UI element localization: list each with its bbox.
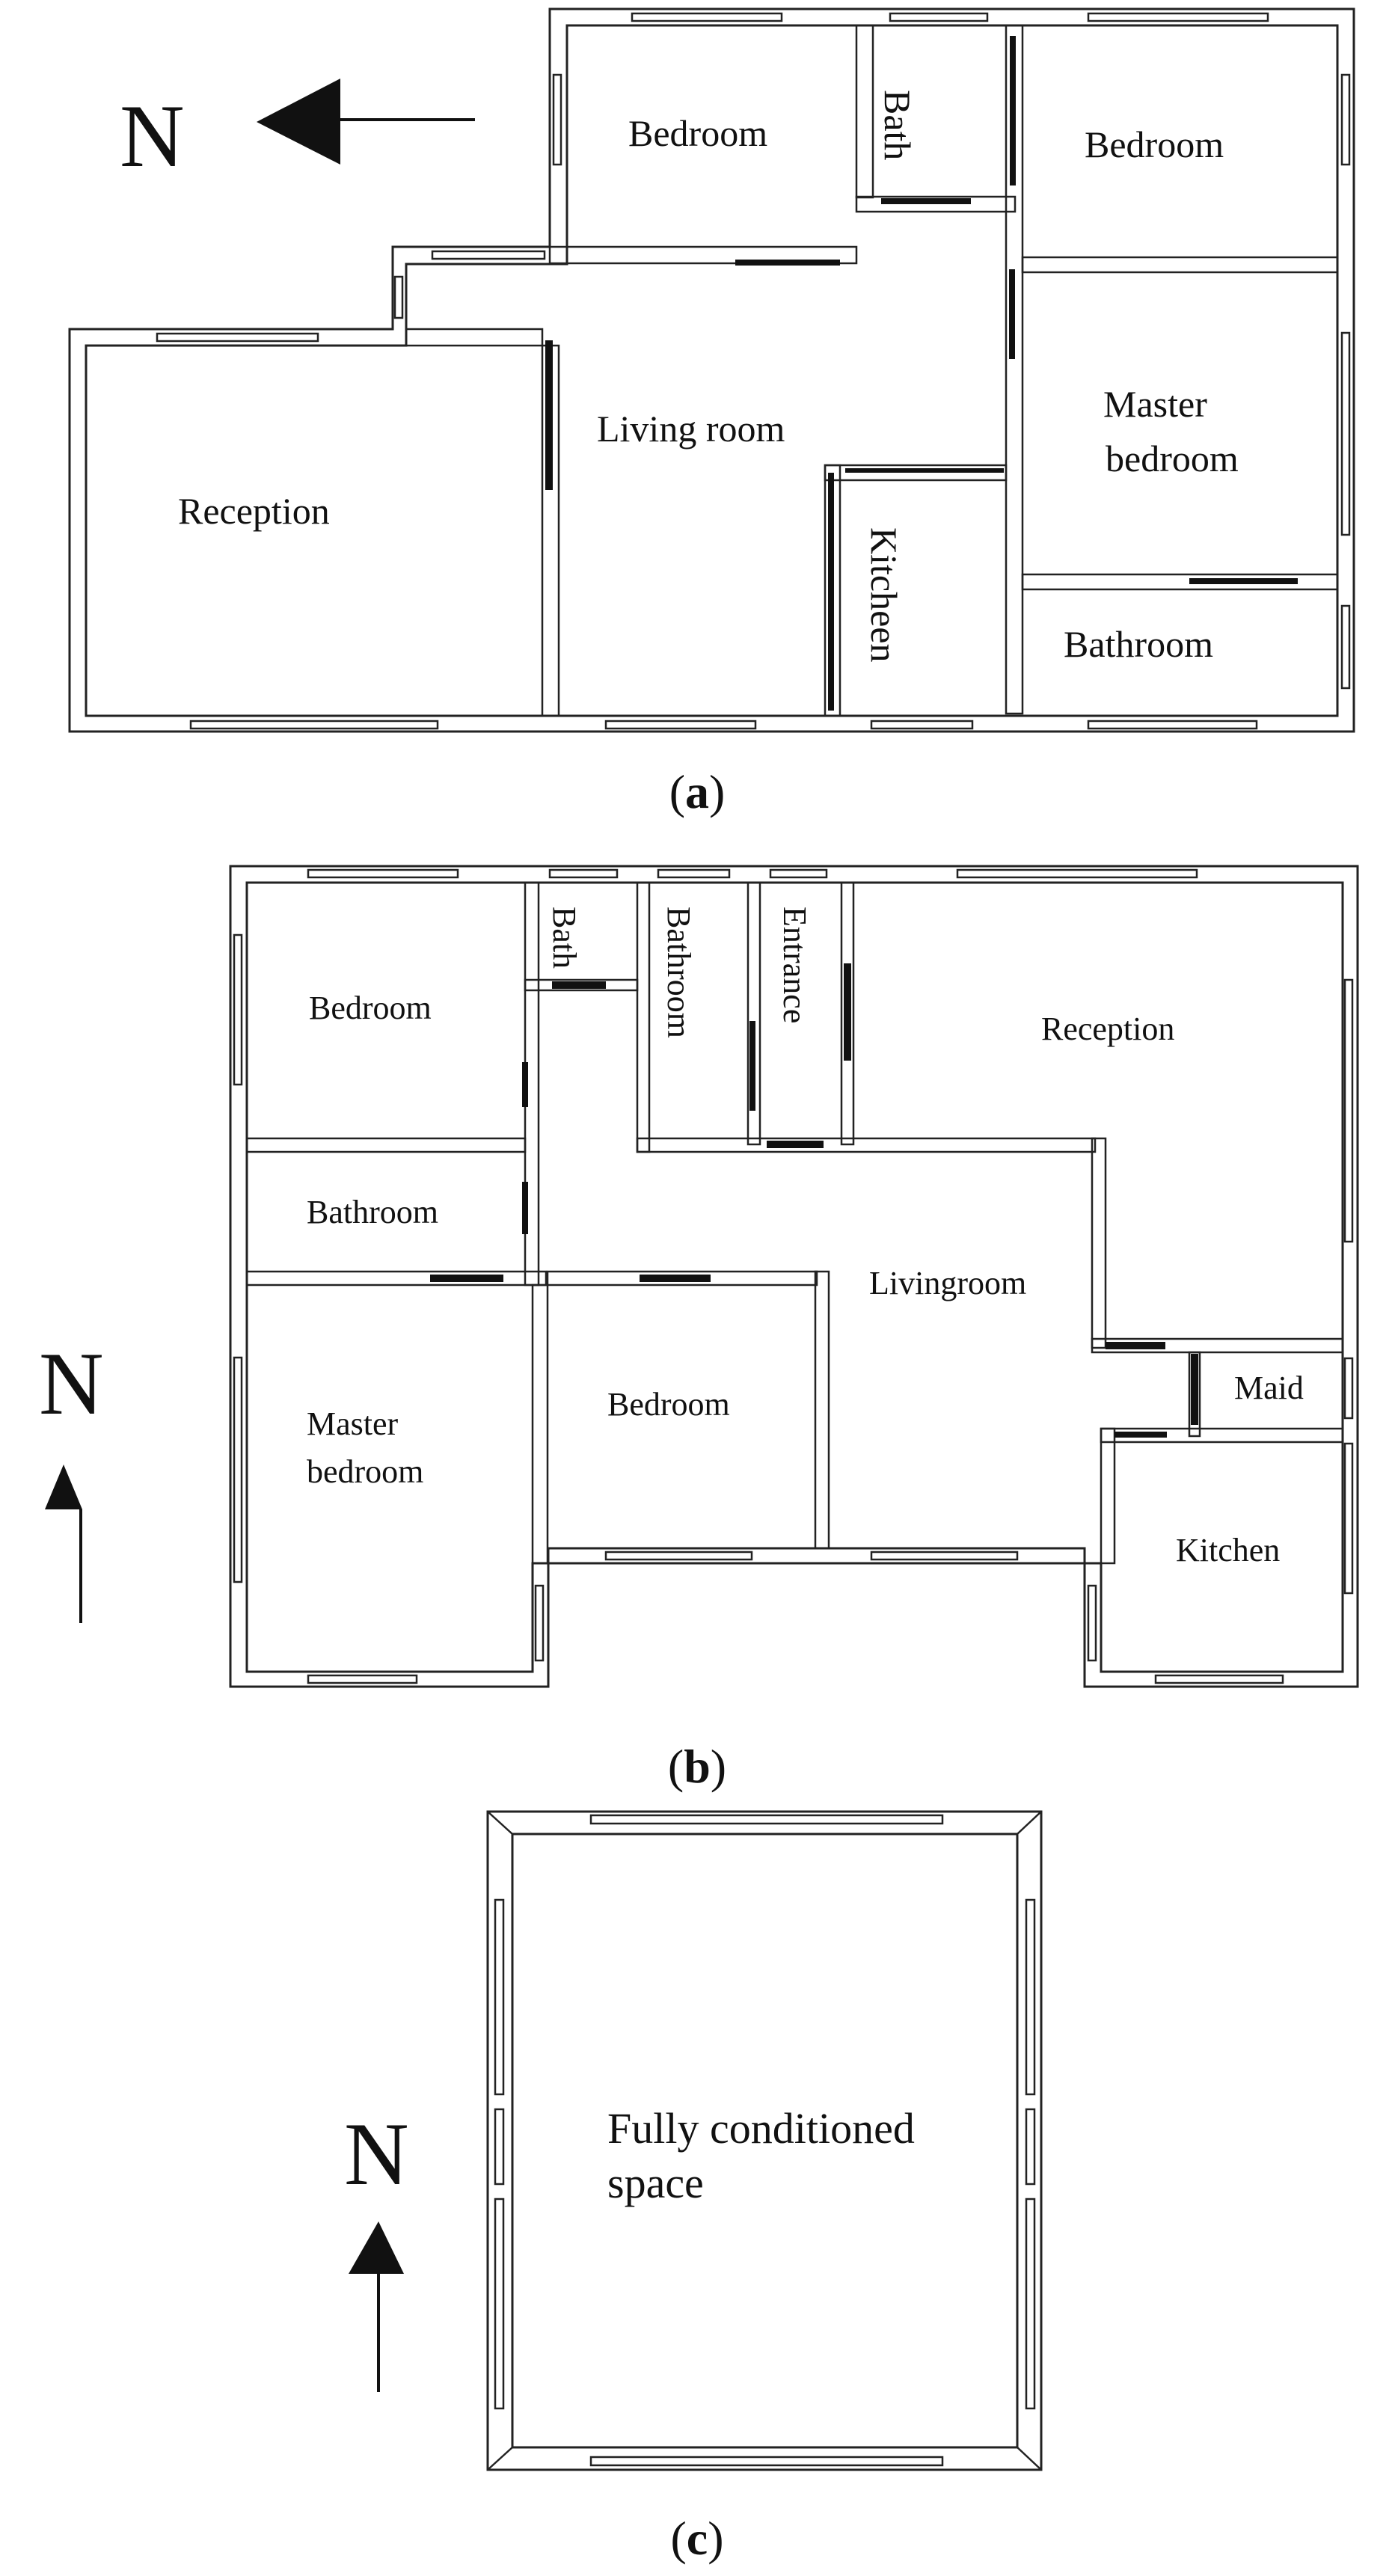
plan-a-label-reception: Reception [178, 490, 330, 532]
plan-b-label-master: Master [307, 1405, 399, 1442]
plan-b-label-master-bedroom: bedroom [307, 1453, 423, 1490]
plan-c-north-arrowhead [349, 2221, 404, 2274]
plan-c-caption: (c) [670, 2512, 723, 2565]
plan-a-windows [156, 12, 1351, 730]
plan-b-north-letter: N [39, 1334, 104, 1433]
plan-a-label-kitchen: Kitcheen [863, 527, 905, 662]
plan-b-label-maid: Maid [1234, 1370, 1304, 1406]
plan-b-label-bathroom-vertical: Bathroom [660, 907, 697, 1038]
plan-a-caption: (a) [669, 765, 726, 818]
plan-b-label-livingroom: Livingroom [869, 1265, 1026, 1301]
plan-b-label-bedroom-top: Bedroom [309, 990, 432, 1026]
plan-b-north-arrowhead [45, 1465, 82, 1509]
plan-a-label-master-bedroom: bedroom [1106, 438, 1239, 479]
plan-b-label-entrance: Entrance [776, 907, 813, 1023]
plan-a-walls [68, 7, 1355, 733]
plan-b-doors [430, 963, 1198, 1438]
plan-c: N Fully conditioned space (c) [344, 1810, 1043, 2565]
plan-b-label-bathroom-horizontal: Bathroom [307, 1194, 438, 1230]
plan-a-north-letter: N [120, 86, 185, 185]
plan-a-label-living-room: Living room [597, 408, 785, 450]
plan-a-label-bathroom: Bathroom [1064, 623, 1213, 665]
plan-a-north-arrowhead [257, 79, 340, 165]
plan-b-label-reception: Reception [1041, 1011, 1174, 1047]
plan-c-label-space: space [607, 2159, 704, 2207]
plan-b-label-bedroom-mid: Bedroom [607, 1386, 730, 1423]
plan-b-caption: (b) [668, 1740, 726, 1793]
plan-c-label-fully-conditioned: Fully conditioned [607, 2104, 915, 2153]
plan-b: N [39, 865, 1359, 1793]
plan-b-windows [233, 868, 1354, 1684]
plan-a-label-bath: Bath [877, 90, 919, 160]
plan-b-walls [229, 865, 1359, 1688]
plan-a-label-bedroom-left: Bedroom [628, 112, 767, 154]
plan-c-north-letter: N [344, 2104, 409, 2204]
plan-b-label-kitchen: Kitchen [1176, 1532, 1280, 1568]
plan-a: N [68, 7, 1355, 818]
plan-a-label-master: Master [1103, 383, 1207, 425]
plan-a-label-bedroom-right: Bedroom [1085, 123, 1224, 165]
plan-b-label-bath: Bath [546, 907, 583, 969]
plan-a-doors [545, 36, 1298, 711]
plan-c-windows [494, 1814, 1036, 2467]
plan-c-walls [486, 1810, 1043, 2471]
